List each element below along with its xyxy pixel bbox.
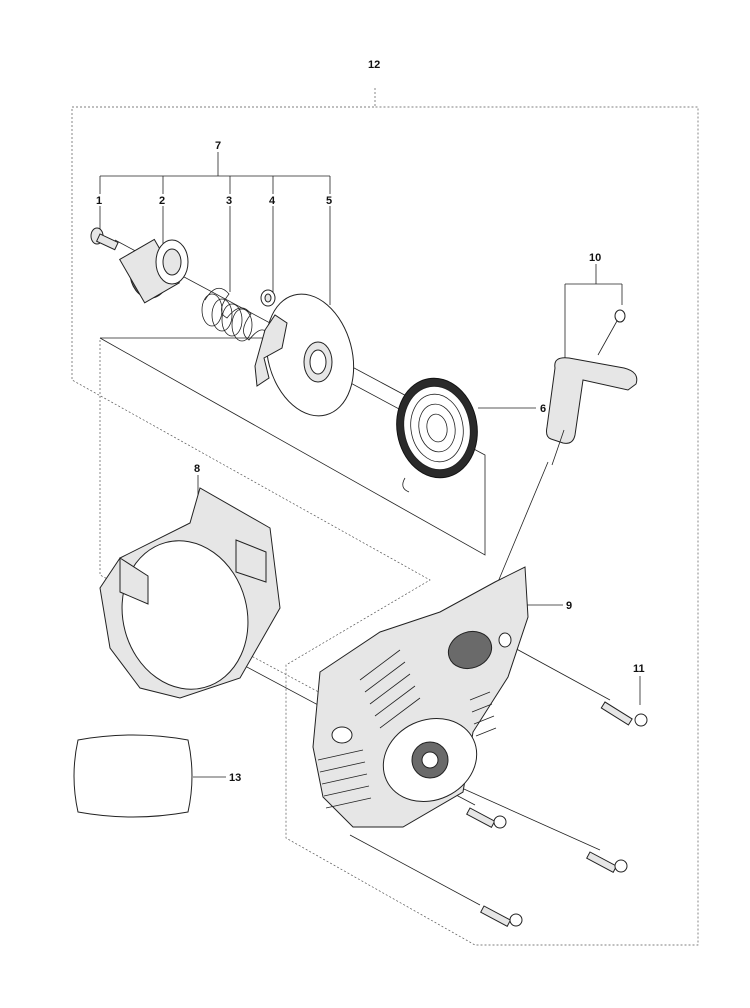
callout-7: 7 xyxy=(215,140,221,152)
part-3-coil-spring xyxy=(201,287,270,342)
callout-3: 3 xyxy=(226,195,232,207)
part-2-pulley-hub xyxy=(118,238,189,304)
callout-11: 11 xyxy=(633,663,645,675)
part-4-washer xyxy=(260,289,276,307)
part-10-starter-handle xyxy=(546,309,638,466)
callout-1: 1 xyxy=(96,195,102,207)
part-5-pulley-disc xyxy=(254,293,355,417)
callout-12: 12 xyxy=(368,59,380,71)
part-1-screw xyxy=(90,227,119,251)
part-8-air-guide xyxy=(99,487,281,699)
part-9-starter-housing xyxy=(312,566,529,828)
part-6-recoil-spring xyxy=(396,377,478,493)
callout-10: 10 xyxy=(589,252,601,264)
callout-8: 8 xyxy=(194,463,200,475)
callout-6: 6 xyxy=(540,403,546,415)
assembly-boundary-12 xyxy=(71,88,699,946)
callout-2: 2 xyxy=(159,195,165,207)
part-11-screws xyxy=(466,701,648,927)
callout-9: 9 xyxy=(566,600,572,612)
part-13-decal xyxy=(73,734,193,818)
callout-5: 5 xyxy=(326,195,332,207)
callout-4: 4 xyxy=(269,195,276,207)
callout-13: 13 xyxy=(229,772,241,784)
callout-labels: 12 7 1 2 3 4 5 10 6 8 9 11 13 xyxy=(96,59,645,784)
